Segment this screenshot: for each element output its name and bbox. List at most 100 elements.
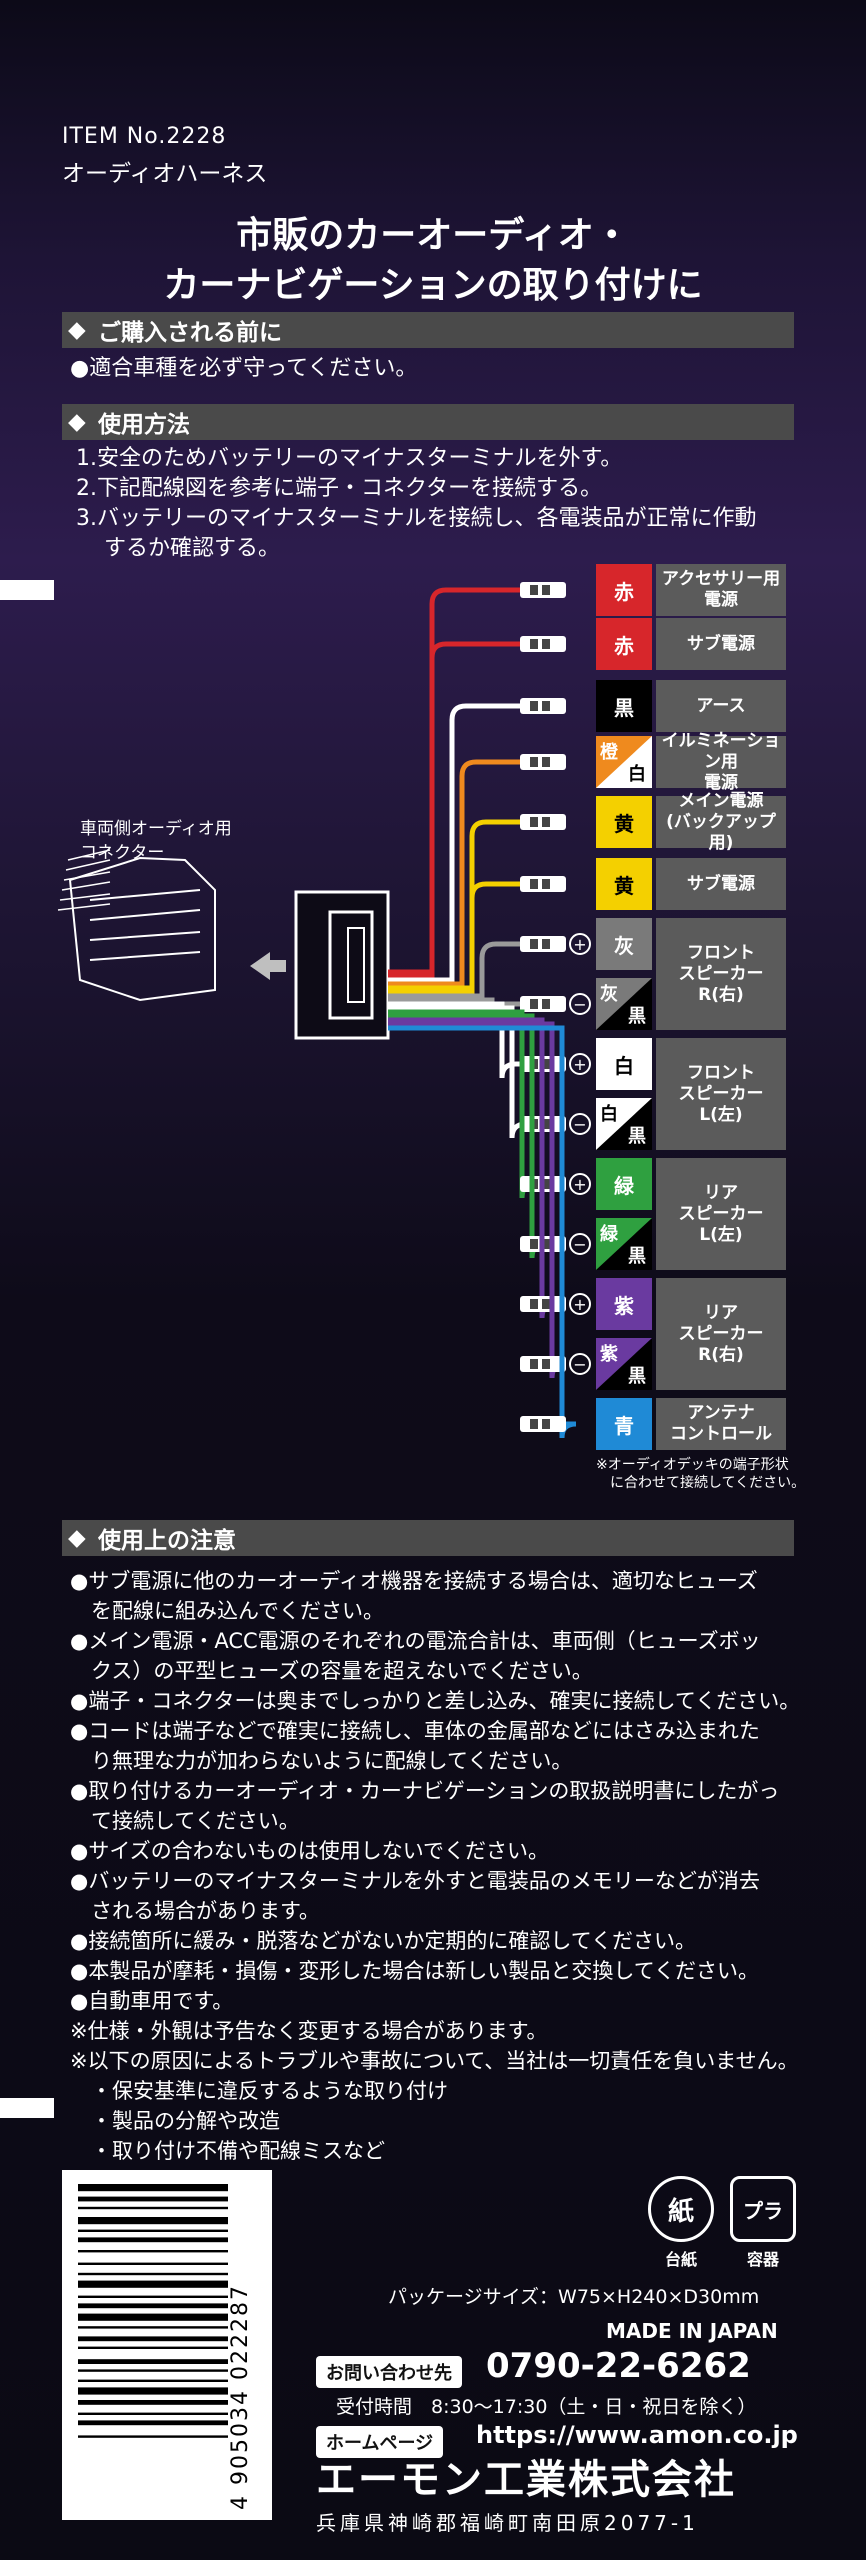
wire-color-label: 白: [596, 1038, 652, 1090]
wire-line: [388, 641, 520, 979]
usage-step-2: 2.下記配線図を参考に端子・コネクターを接続する。: [76, 476, 603, 501]
note-line: り無理な力が加わらないように配線してください。: [70, 1749, 573, 1773]
section-bar-before-purchase: ◆ ご購入される前に: [62, 312, 794, 348]
wire-function-label: サブ電源: [656, 858, 786, 910]
note-line: ・製品の分解や改造: [70, 2109, 280, 2133]
wire-color-label-2: 黒: [628, 1006, 646, 1027]
svg-text:+: +: [573, 1175, 586, 1194]
terminal-icon: [520, 814, 566, 830]
note-line: ●自動車用です。: [70, 1989, 234, 2013]
section-bar-usage: ◆ 使用方法: [62, 404, 794, 440]
wire-color-label-split: 紫 黒: [596, 1338, 652, 1390]
section-title-usage: 使用方法: [98, 412, 190, 438]
plus-icon: +: [569, 933, 591, 955]
recycle-paper-caption: 台紙: [664, 2250, 697, 2269]
wire-color-label: 青: [596, 1398, 652, 1450]
terminal-icon: [520, 1356, 566, 1372]
wire-color-label: 紫: [596, 1278, 652, 1330]
diamond-icon: ◆: [68, 1525, 86, 1551]
company-name: エーモン工業株式会社: [316, 2457, 736, 2503]
note-line: ●サブ電源に他のカーオーディオ機器を接続する場合は、適切なヒューズ: [70, 1569, 758, 1593]
barcode-bar: [78, 2369, 228, 2372]
barcode-bars: [78, 2184, 228, 2438]
arrow-left-icon: [250, 952, 286, 980]
wire-color-label: 赤: [596, 618, 652, 670]
wire-line: [388, 819, 520, 991]
barcode-bar: [78, 2359, 228, 2364]
note-line: される場合があります。: [70, 1899, 320, 1923]
note-line: ・取り付け不備や配線ミスなど: [70, 2139, 385, 2163]
plus-icon: +: [569, 1293, 591, 1315]
wire-color-label-2: 黒: [628, 1126, 646, 1147]
wire-color-label-2: 白: [628, 764, 646, 785]
note-line: ※仕様・外観は予告なく変更する場合があります。: [70, 2019, 548, 2043]
wire-function-label: アース: [656, 680, 786, 732]
headline-line-2: カーナビゲーションの取り付けに: [163, 265, 703, 306]
hang-tab-notch: [0, 580, 54, 600]
wire-color-label: 橙: [600, 742, 618, 763]
barcode-bar: [78, 2237, 228, 2243]
barcode-bar: [78, 2326, 228, 2329]
section-title-before-purchase: ご購入される前に: [98, 320, 282, 346]
barcode-bar: [78, 2346, 228, 2349]
wire-line: [388, 941, 520, 999]
wire-color-label-split: 灰 黒: [596, 978, 652, 1030]
wire-color-label: 白: [600, 1104, 618, 1125]
wire-function-label: サブ電源: [656, 618, 786, 670]
made-in: MADE IN JAPAN: [606, 2319, 778, 2343]
barcode-bar: [78, 2379, 228, 2382]
barcode-bar: [78, 2313, 228, 2321]
barcode-bar: [78, 2295, 228, 2298]
barcode-bar: [78, 2400, 228, 2405]
terminal-icon: [520, 698, 566, 714]
wire-color-label-split: 橙 白: [596, 736, 652, 788]
wire-line: [388, 759, 520, 987]
website-url[interactable]: https://www.amon.co.jp: [476, 2421, 798, 2449]
vehicle-connector-icon: [57, 849, 216, 1002]
wire-line: [388, 881, 520, 995]
item-name: オーディオハーネス: [62, 161, 268, 187]
barcode-bar: [78, 2387, 228, 2395]
minus-icon: −: [569, 993, 591, 1015]
minus-icon: −: [569, 1233, 591, 1255]
section-bar-notes: ◆ 使用上の注意: [62, 1520, 794, 1556]
terminal-icon: [520, 936, 566, 952]
note-line: ●端子・コネクターは奥までしっかりと差し込み、確実に接続してください。: [70, 1689, 801, 1713]
note-line: ●サイズの合わないものは使用しないでください。: [70, 1839, 550, 1863]
wire-function-label: アクセサリー用電源: [656, 564, 786, 616]
plus-icon: +: [569, 1173, 591, 1195]
svg-text:+: +: [573, 935, 586, 954]
terminal-icon: [520, 636, 566, 652]
wire-line: [388, 1001, 520, 1079]
note-line: ●コードは端子などで確実に接続し、車体の金属部などにはさみ込まれた: [70, 1719, 760, 1743]
wiring-svg: + − + − + − + −: [57, 582, 591, 1439]
headline-line-1: 市販のカーオーディオ・: [236, 215, 630, 256]
barcode-bar: [78, 2272, 228, 2276]
note-line: を配線に組み込んでください。: [70, 1599, 384, 1623]
terminal-icon: [520, 582, 566, 598]
diagram-footnote-1: ※オーディオデッキの端子形状: [596, 1457, 789, 1473]
wire-line: [388, 1025, 577, 1439]
wire-line: [388, 703, 520, 983]
terminal-icon: [520, 1416, 566, 1432]
svg-text:−: −: [573, 995, 586, 1014]
phone-number: 0790-22-6262: [486, 2346, 751, 2386]
barcode-bar: [78, 2217, 228, 2225]
wire-line: [388, 1021, 567, 1379]
barcode-bar: [78, 2229, 228, 2232]
note-line: ●バッテリーのマイナスターミナルを外すと電装品のメモリーなどが消去: [70, 1869, 760, 1893]
vehicle-connector-label-2: コネクター: [80, 843, 165, 863]
wire-color-label: 灰: [596, 918, 652, 970]
plastic-recycle-icon: プラ: [730, 2176, 796, 2242]
diagram-footnote-2: に合わせて接続してください。: [610, 1475, 806, 1491]
recycle-mark-paper: 紙 台紙: [648, 2176, 714, 2270]
terminal-icon: [520, 1296, 566, 1312]
barcode-digits: 4 905034 022287: [228, 2284, 253, 2510]
barcode-bar: [78, 2280, 228, 2288]
minus-icon: −: [569, 1353, 591, 1375]
wire-color-label: 黒: [596, 680, 652, 732]
diamond-icon: ◆: [68, 317, 86, 343]
